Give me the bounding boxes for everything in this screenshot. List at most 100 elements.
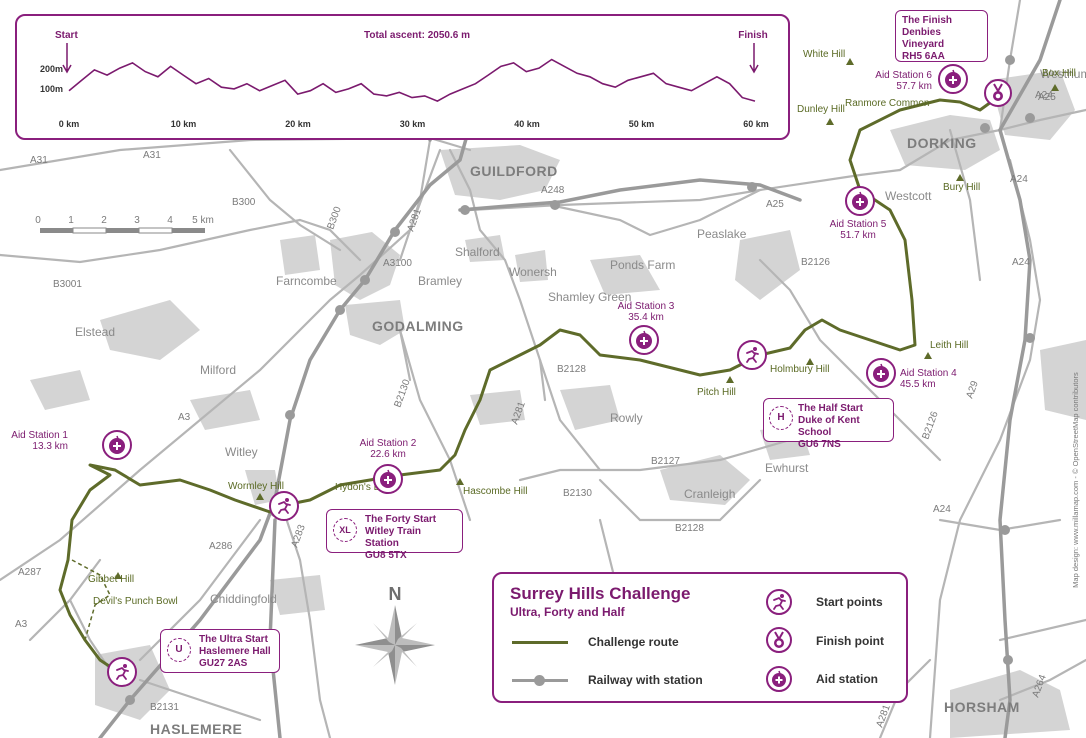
legend-aid-label: Aid station [816, 672, 878, 686]
aid-station-icon[interactable] [845, 186, 875, 216]
hill-label: Gibbet Hill [88, 574, 134, 585]
start-point-icon[interactable] [107, 657, 137, 687]
forty-start-title: The Forty Start [365, 514, 437, 525]
scale-tick: 5 km [192, 215, 214, 226]
town-label: Shalford [455, 245, 500, 259]
road-label: A287 [18, 567, 42, 578]
scale-bar [40, 227, 205, 234]
scale-tick: 3 [134, 215, 140, 226]
profile-x-tick: 40 km [514, 119, 540, 129]
forty-start-callout: XL The Forty Start Witley Train Station … [326, 509, 463, 561]
start-point-icon[interactable] [737, 340, 767, 370]
hill-marker-icon [846, 58, 854, 65]
town-label: Rowly [610, 411, 643, 425]
ultra-start-place: Haslemere Hall [199, 646, 271, 657]
ultra-start-title: The Ultra Start [199, 634, 268, 645]
town-label-major: DORKING [907, 135, 977, 151]
hill-marker-icon [256, 493, 264, 500]
road-label: A3100 [383, 258, 412, 269]
aid-station-name: Aid Station 2 [360, 438, 417, 449]
town-label: Milford [200, 363, 236, 377]
road-label: B2127 [651, 456, 680, 467]
north-label: N [389, 584, 402, 604]
aid-station-name: Aid Station 3 [618, 301, 675, 312]
aid-station-icon[interactable] [938, 64, 968, 94]
profile-ascent-label: Total ascent: 2050.6 m [364, 30, 470, 41]
hill-label: Dunley Hill [797, 104, 845, 115]
aid-station-name: Aid Station 1 [11, 430, 68, 441]
town-label: Shamley Green [548, 290, 631, 304]
finish-title: The Finish [902, 15, 952, 26]
aid-station-icon[interactable] [866, 358, 896, 388]
profile-start-label: Start [55, 30, 78, 41]
legend-panel: Surrey Hills Challenge Ultra, Forty and … [492, 572, 908, 703]
profile-x-tick: 0 km [59, 119, 80, 129]
road-label: B2126 [920, 410, 940, 441]
aid-station-km: 45.5 km [900, 379, 936, 390]
half-start-postcode: GU6 7NS [798, 439, 841, 450]
town-label: Chiddingfold [210, 592, 277, 606]
road-label: A25 [1038, 92, 1056, 103]
ultra-start-badge: U [167, 638, 191, 662]
town-label: Westcott [885, 189, 932, 203]
railway-stations [125, 55, 1035, 705]
town-label: Farncombe [276, 274, 337, 288]
ultra-start-postcode: GU27 2AS [199, 658, 248, 669]
road-label: B300 [325, 205, 343, 231]
legend-route-swatch [512, 641, 568, 644]
hill-label: Pitch Hill [697, 387, 736, 398]
legend-title: Surrey Hills Challenge [510, 584, 691, 603]
hill-marker-icon [726, 376, 734, 383]
aid-station-icon[interactable] [373, 464, 403, 494]
finish-point-icon[interactable] [984, 79, 1012, 107]
aid-station-icon[interactable] [102, 430, 132, 460]
hill-marker-icon [1051, 84, 1059, 91]
hill-label: White Hill [803, 49, 845, 60]
road-label: B300 [232, 197, 256, 208]
scale-tick: 2 [101, 215, 107, 226]
town-label-major: GODALMING [372, 318, 464, 334]
ultra-start-callout: U The Ultra Start Haslemere Hall GU27 2A… [160, 629, 280, 673]
hill-marker-icon [806, 358, 814, 365]
profile-y-label: 200m [40, 64, 63, 74]
start-point-icon[interactable] [269, 491, 299, 521]
road-label: A24 [1012, 257, 1030, 268]
hill-marker-icon [114, 572, 122, 579]
profile-x-tick: 30 km [400, 119, 426, 129]
road-label: A3 [178, 412, 191, 423]
hill-marker-icon [924, 352, 932, 359]
legend-route-label: Challenge route [588, 635, 679, 649]
route-markers [102, 64, 1012, 687]
hill-label: Holmbury Hill [770, 364, 829, 375]
compass-rose [355, 605, 435, 685]
hill-label: Ranmore Common [845, 98, 929, 109]
profile-y-label: 100m [40, 84, 63, 94]
forty-start-place: Witley Train Station [365, 526, 422, 549]
town-label-major: HASLEMERE [150, 721, 242, 737]
profile-x-tick: 60 km [743, 119, 769, 129]
road-label: A283 [289, 523, 307, 549]
road-label: B2130 [563, 488, 592, 499]
road-label: A248 [541, 185, 565, 196]
scale-tick: 1 [68, 215, 74, 226]
town-label: Peaslake [697, 227, 747, 241]
profile-x-tick: 10 km [171, 119, 197, 129]
finish-postcode: RH5 6AA [902, 51, 945, 62]
aid-station-km: 22.6 km [370, 449, 406, 460]
road-label: A25 [766, 199, 784, 210]
challenge-route-alt [71, 559, 111, 641]
forty-start-badge: XL [333, 518, 357, 542]
town-label: Elstead [75, 325, 115, 339]
elevation-profile: Start Total ascent: 2050.6 m Finish 200m… [40, 30, 769, 129]
hill-label: Hydon's Ball [335, 482, 390, 493]
town-label: Wonersh [509, 265, 557, 279]
forty-start-postcode: GU8 5TX [365, 550, 407, 561]
aid-station-name: Aid Station 5 [830, 219, 887, 230]
aid-station-icon[interactable] [629, 325, 659, 355]
road-label: B2126 [801, 257, 830, 268]
town-label: Witley [225, 445, 258, 459]
road-label: A286 [209, 541, 233, 552]
